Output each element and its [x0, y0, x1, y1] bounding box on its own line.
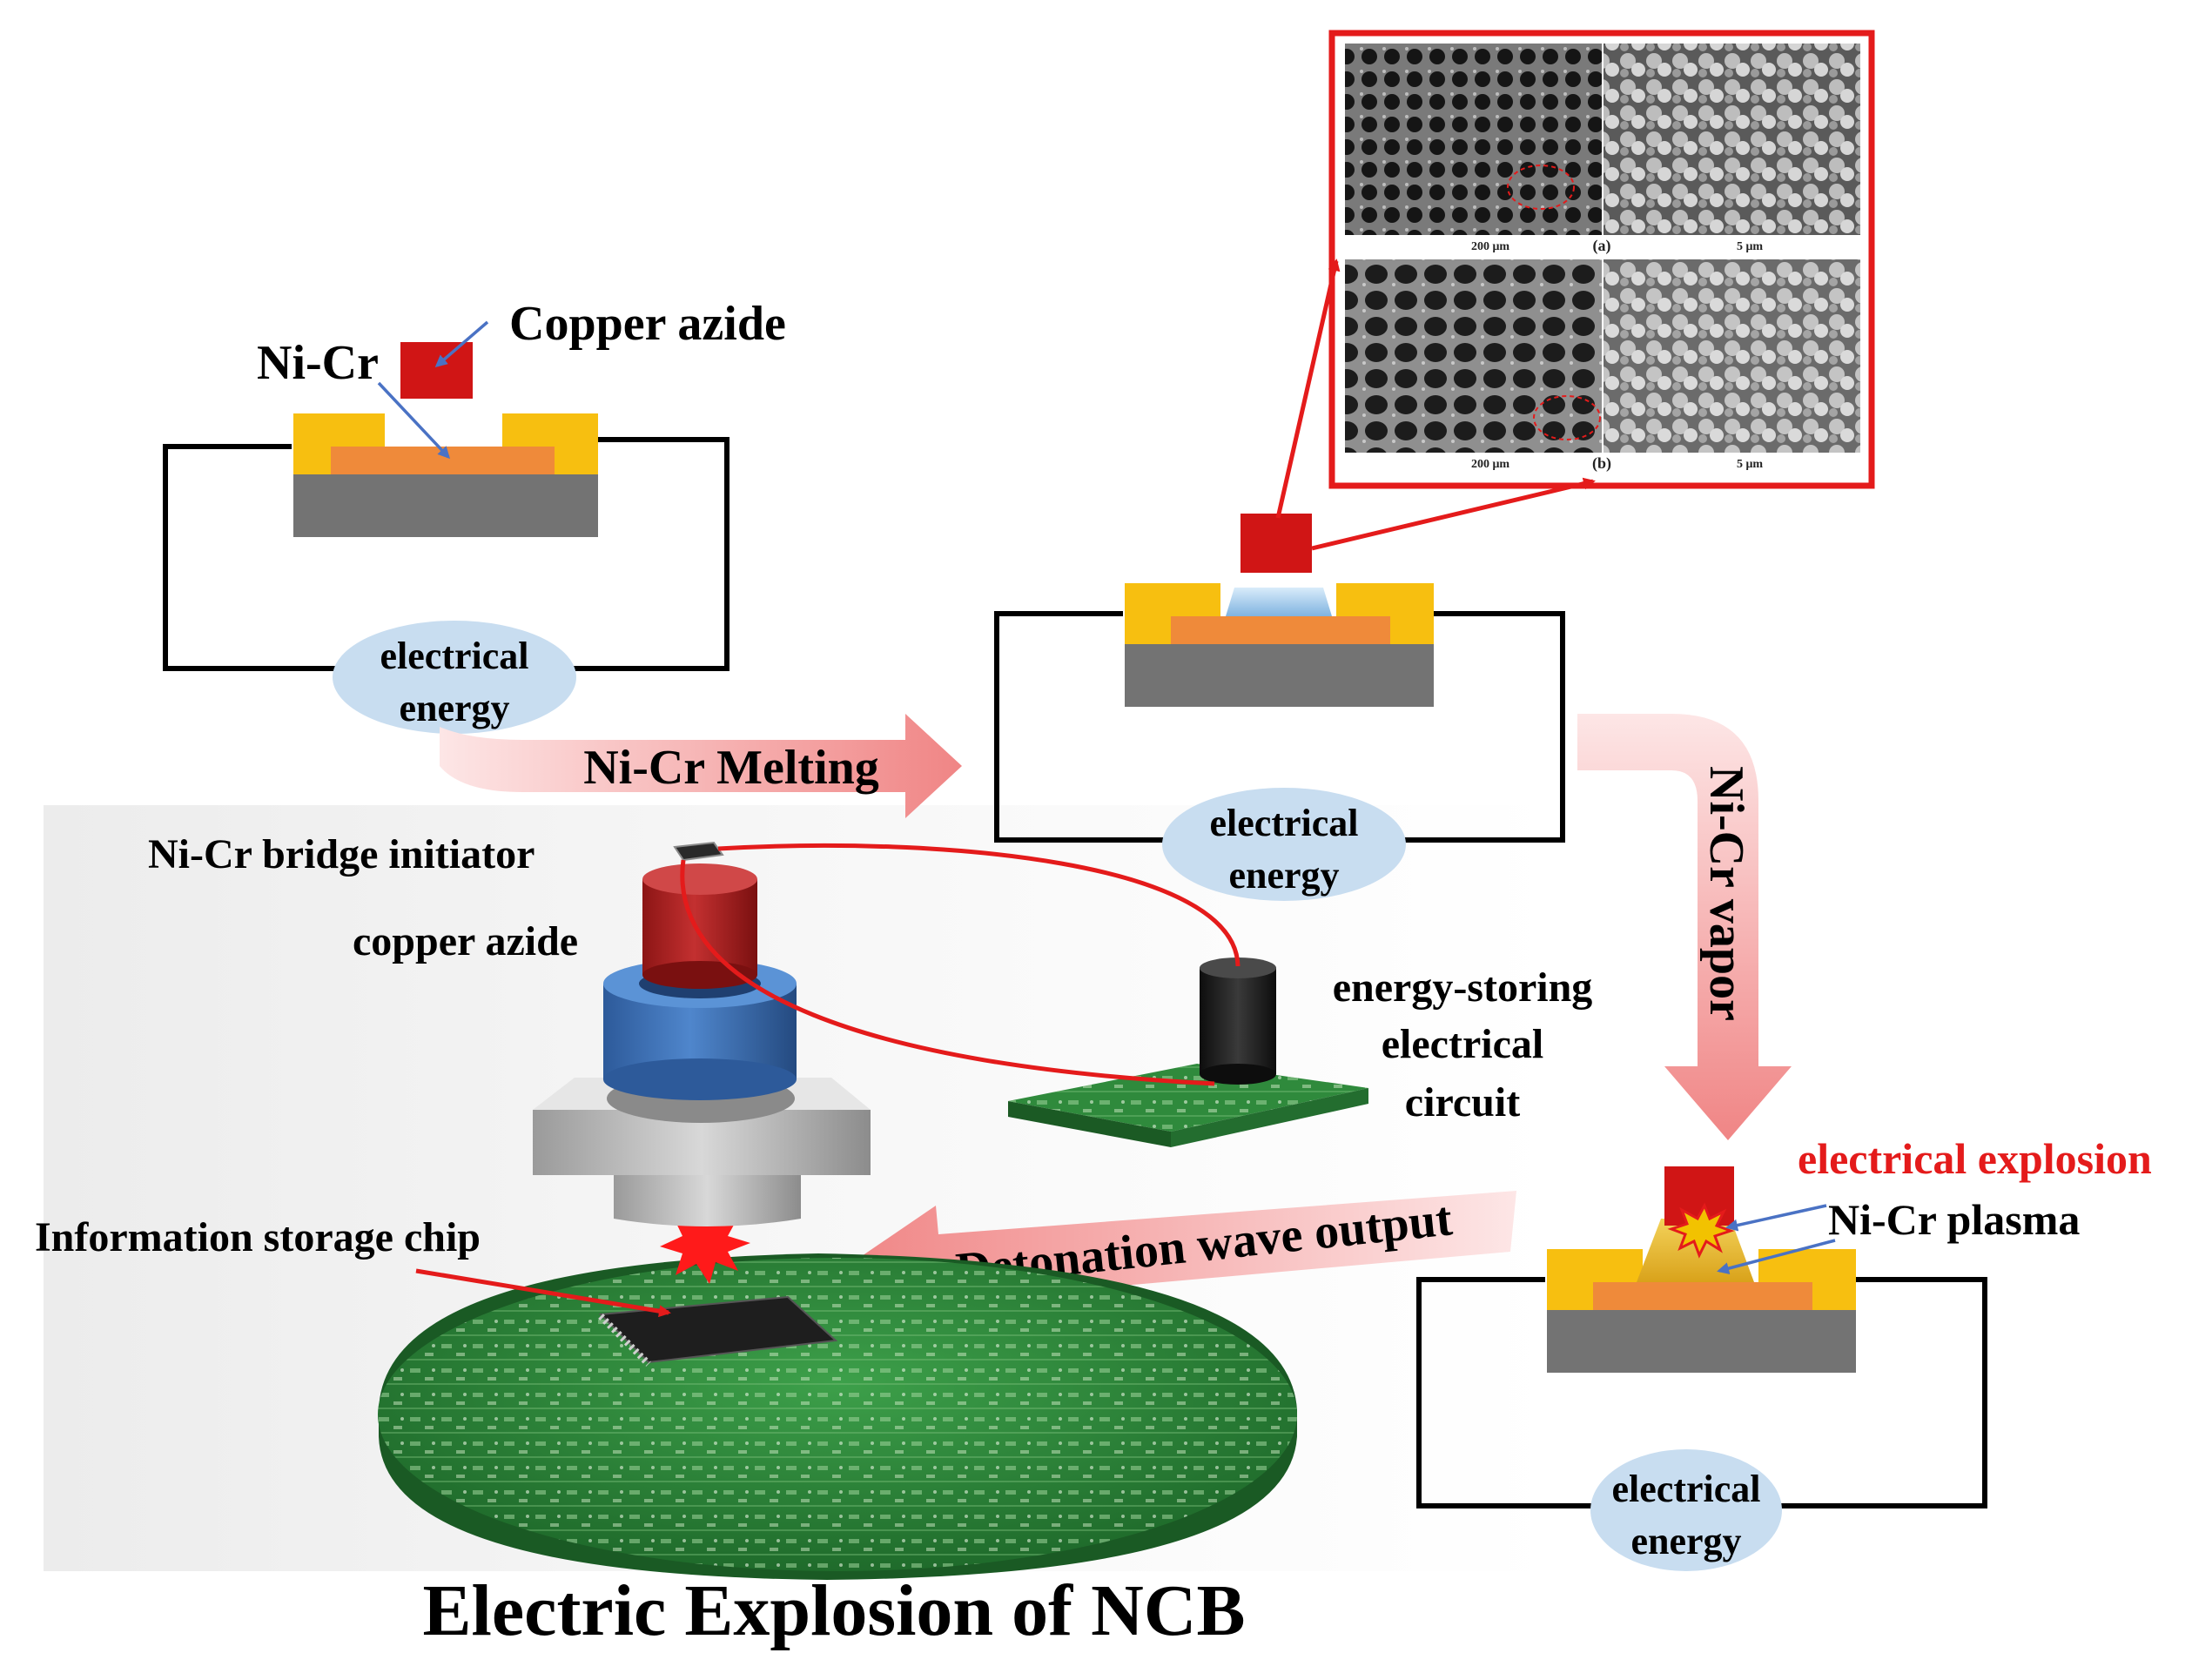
capacitor-body: [1200, 968, 1276, 1074]
sem-scale-a-left: 200 μm: [1471, 240, 1509, 253]
label-device-copper-azide: copper azide: [353, 918, 578, 964]
stage1-energy-line1: electrical: [380, 635, 529, 677]
wire-to-capacitor-top: [717, 843, 1240, 967]
wire-to-board: [680, 859, 1215, 1086]
capacitor-bottom: [1200, 1064, 1276, 1085]
arrow-nicr-melting: Ni-Cr Melting: [440, 714, 962, 818]
red-cylinder-body: [642, 879, 757, 975]
circuit-board-traces: [1008, 1064, 1368, 1132]
stage3-energy-ellipse: [1590, 1449, 1782, 1571]
arrow-nicr-vapor: Ni-Cr vapor: [1577, 714, 1792, 1140]
sem-highlight-b: [1533, 395, 1601, 440]
stage1-bridge-diagram: Copper azide Ni-Cr electrical energy: [163, 297, 786, 734]
stage1-energy-line2: energy: [399, 687, 509, 729]
stage1-label-copper-azide: Copper azide: [509, 297, 786, 351]
circuit-board-edge-right: [1171, 1088, 1368, 1147]
label-circuit-line1: energy-storing: [1333, 964, 1593, 1011]
diagram-title: Electric Explosion of NCB: [423, 1570, 1246, 1651]
vapor-arrow-label: Ni-Cr vapor: [1699, 766, 1753, 1021]
stage2-copper-azide: [1240, 514, 1312, 573]
melting-arrow-shape: [440, 714, 962, 818]
sem-caption-strip-b: [1345, 453, 1860, 472]
pcb-wafer-traces: [378, 1258, 1297, 1571]
housing-bottom: [614, 1175, 801, 1226]
sem-pointer-right: [1311, 477, 1596, 551]
stage3-label-plasma: Ni-Cr plasma: [1828, 1195, 2080, 1244]
sem-scale-a-right: 5 μm: [1737, 240, 1763, 253]
stage3-bridge-diagram: electrical explosion Ni-Cr plasma electr…: [1416, 1134, 2152, 1571]
sem-pointer-up: [1275, 259, 1341, 519]
stage3-substrate: [1547, 1310, 1856, 1373]
chip-pins: [598, 1314, 651, 1367]
label-information-chip: Information storage chip: [35, 1214, 481, 1260]
melting-arrow-label: Ni-Cr Melting: [583, 741, 879, 795]
sem-scale-b-right: 5 μm: [1737, 458, 1763, 471]
capacitor-top: [1200, 957, 1276, 978]
device-render: Ni-Cr bridge initiator copper azide ener…: [35, 831, 1592, 1580]
sem-micrograph-panel: 200 μm (a) 5 μm 200 μm (b) 5 μm: [1275, 30, 1875, 551]
stage2-molten-nicr: [1226, 588, 1332, 616]
chip-pointer: [415, 1268, 671, 1318]
stage2-energy-line1: electrical: [1210, 802, 1359, 844]
stage1-pointer-copper-azide: [434, 320, 489, 367]
stage3-pointer-explosion: [1725, 1204, 1827, 1232]
stage3-nicr-bridge: [1593, 1282, 1812, 1310]
stage3-label-explosion: electrical explosion: [1798, 1134, 2152, 1183]
red-cylinder-top: [642, 863, 757, 895]
stage2-nicr-bridge: [1171, 616, 1390, 644]
label-circuit-line2: electrical: [1382, 1021, 1544, 1067]
stage2-substrate: [1125, 644, 1434, 707]
stage3-explosion-burst: [1667, 1202, 1735, 1259]
stage1-energy-ellipse: [333, 621, 576, 734]
vapor-arrow-shape: [1577, 714, 1792, 1140]
circuit-board-edge: [1008, 1101, 1171, 1147]
stage2-energy-line2: energy: [1228, 854, 1339, 897]
housing-top: [533, 1110, 871, 1175]
stage3-pointer-plasma: [1717, 1239, 1836, 1274]
sem-image-b-right: [1604, 259, 1860, 464]
stage1-copper-azide: [400, 342, 473, 399]
blue-cylinder-bottom: [603, 1058, 797, 1100]
stage3-energy-line2: energy: [1630, 1520, 1741, 1562]
sem-label-b: (b): [1592, 454, 1611, 473]
sem-image-a-right: [1604, 44, 1860, 248]
stage2-bridge-diagram: electrical energy: [994, 514, 1565, 901]
bridge-initiator-chip: [673, 841, 724, 862]
sem-image-a-left: [1345, 44, 1602, 248]
sem-image-b-left: [1345, 259, 1602, 464]
stage1-pointer-nicr: [377, 381, 451, 460]
label-bridge-initiator: Ni-Cr bridge initiator: [148, 831, 535, 877]
sem-label-a: (a): [1593, 237, 1611, 255]
sem-highlight-a: [1507, 165, 1575, 210]
sem-caption-strip-a: [1345, 235, 1860, 254]
label-circuit-line3: circuit: [1405, 1079, 1520, 1125]
stage1-label-nicr: Ni-Cr: [257, 336, 379, 390]
stage1-substrate: [293, 474, 598, 537]
stage3-energy-line1: electrical: [1612, 1468, 1761, 1510]
sem-scale-b-left: 200 μm: [1471, 458, 1509, 471]
stage2-energy-ellipse: [1162, 788, 1406, 901]
